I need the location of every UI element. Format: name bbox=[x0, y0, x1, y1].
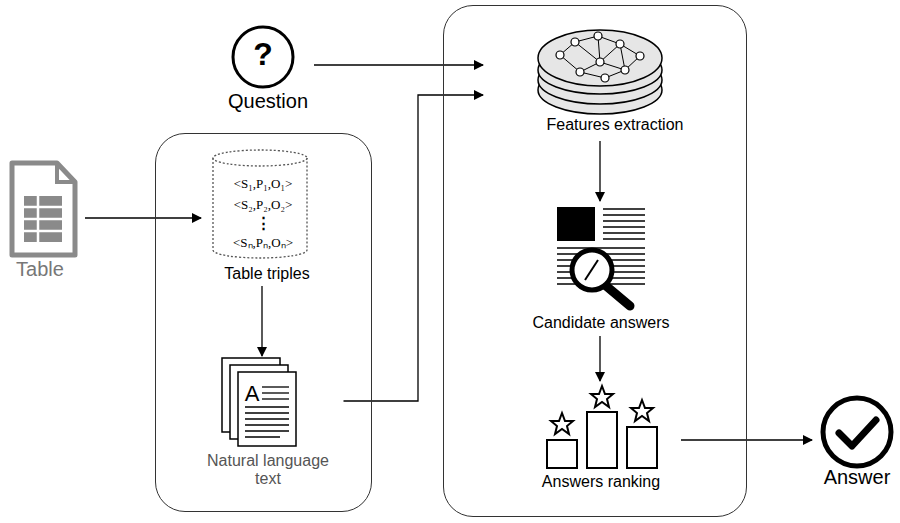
table-node: Table bbox=[5, 158, 85, 284]
node-label: <S₁,P₁,O₁> bbox=[234, 177, 293, 192]
answer-node: Answer bbox=[812, 392, 898, 496]
text-document: A Natural language text bbox=[186, 356, 344, 494]
graph-database-icon bbox=[538, 30, 662, 114]
triples-store: <S₁,P₁,O₁> <S₂,P₂,O₂> ⋮ <Sₙ,Pₙ,Oₙ> Table tri… bbox=[201, 149, 321, 286]
flow-arrow bbox=[85, 217, 201, 218]
ranking-icon bbox=[547, 386, 657, 468]
document-icon bbox=[222, 358, 296, 446]
node-label: Answers ranking bbox=[542, 473, 660, 491]
node-label: Features extraction bbox=[547, 116, 684, 134]
node-label: Candidate answers bbox=[533, 314, 670, 332]
search-document-icon bbox=[557, 207, 645, 306]
node-label: Answer bbox=[824, 466, 891, 489]
flow-arrow bbox=[599, 141, 600, 201]
question-icon bbox=[233, 27, 293, 87]
node-label: Natural language text bbox=[196, 452, 341, 489]
flow-arrow bbox=[599, 336, 600, 381]
node-label: <S₂,P₂,O₂> bbox=[234, 198, 293, 213]
node-label: ? bbox=[253, 36, 273, 73]
answers-ranking: Answers ranking bbox=[521, 381, 681, 494]
table-icon bbox=[12, 163, 75, 255]
candidate-answers: Candidate answers bbox=[521, 201, 681, 336]
flow-arrow bbox=[261, 286, 262, 356]
node-label: A bbox=[245, 381, 260, 406]
features-extraction: Features extraction bbox=[483, 23, 719, 141]
flow-arrow bbox=[344, 95, 484, 401]
node-label: Question bbox=[228, 90, 308, 113]
node-label: Table bbox=[16, 258, 64, 281]
node-label: <Sₙ,Pₙ,Oₙ> bbox=[233, 236, 293, 251]
question-node: ? Question bbox=[218, 22, 314, 116]
preprocessing-group: <S₁,P₁,O₁> <S₂,P₂,O₂> ⋮ <Sₙ,Pₙ,Oₙ> Table tri… bbox=[155, 133, 372, 512]
answer-check-icon bbox=[823, 398, 891, 466]
flow-arrow bbox=[314, 64, 483, 65]
qa-group: Features extractionCandidate answersAnsw… bbox=[443, 5, 747, 517]
node-label: Table triples bbox=[224, 265, 309, 283]
triples-cylinder bbox=[213, 150, 307, 258]
node-label: ⋮ bbox=[256, 215, 271, 232]
